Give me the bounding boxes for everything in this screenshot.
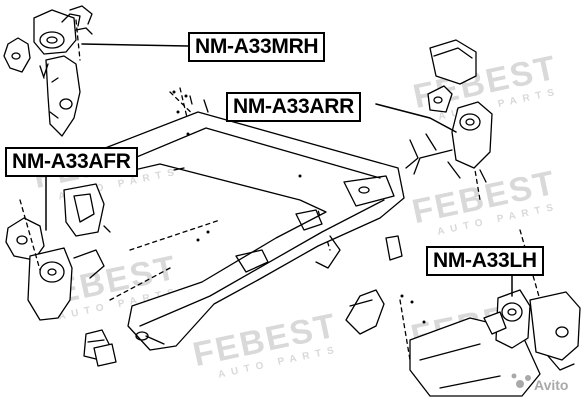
rear-right-mount-drawing xyxy=(405,39,493,183)
line-art xyxy=(3,5,581,397)
part-callout-lh: NM-A33LH xyxy=(426,246,544,276)
part-callout-mrh: NM-A33MRH xyxy=(188,32,326,62)
avito-logo-text: Avito xyxy=(534,377,568,393)
front-right-mount-drawing xyxy=(3,5,93,137)
part-callout-arr: NM-A33ARR xyxy=(226,92,361,122)
left-mount-drawing xyxy=(483,289,581,371)
avito-logo: Avito xyxy=(511,373,568,393)
part-callout-afr: NM-A33AFR xyxy=(5,147,138,177)
bolt-markers xyxy=(172,90,426,324)
crossmember-drawing xyxy=(93,95,405,367)
front-left-mount-drawing xyxy=(5,183,111,361)
